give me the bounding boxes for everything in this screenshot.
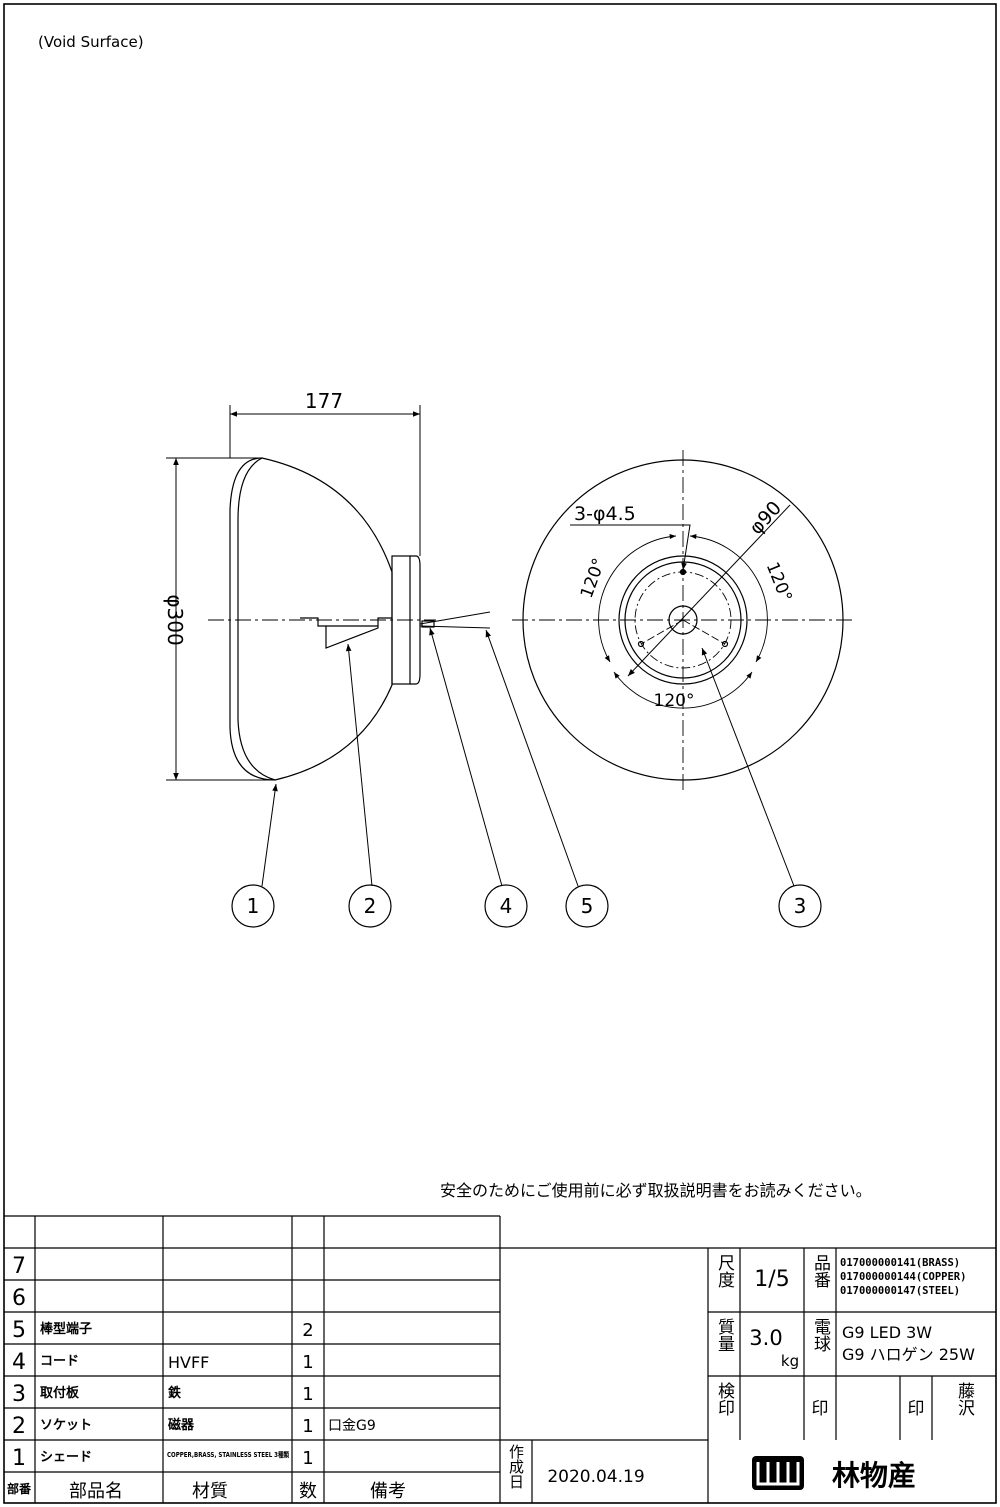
header-note: (Void Surface): [38, 33, 144, 51]
table-row: 6: [12, 1286, 26, 1311]
terminal: [421, 620, 435, 628]
part-name: 棒型端子: [40, 1321, 92, 1337]
callout-3: 3: [794, 894, 807, 918]
cord-wire-1: [419, 611, 491, 625]
table-row: 3 取付板 鉄 1: [12, 1382, 314, 1407]
part-no: 2: [12, 1414, 26, 1439]
part-material: 鉄: [168, 1385, 181, 1401]
header-material: 材質: [192, 1481, 228, 1502]
cord-wire-2: [419, 625, 491, 629]
part-number-2: 017000000144(COPPER): [840, 1271, 966, 1283]
canopy: [410, 555, 421, 685]
scale-value: 1/5: [754, 1267, 789, 1292]
part-qty: 1: [302, 1384, 313, 1405]
dimension-width: [229, 405, 421, 556]
angle-arc-bottom: [613, 671, 753, 709]
mass-label: 質量: [714, 1318, 735, 1352]
part-no: 7: [12, 1254, 26, 1279]
callout-4: 4: [500, 894, 513, 918]
side-view: [208, 457, 491, 781]
holes-leader: [570, 524, 691, 571]
holes-label: 3-φ4.5: [574, 503, 636, 525]
part-qty: 1: [302, 1416, 313, 1437]
callout-5: 5: [581, 894, 594, 918]
part-no: 4: [12, 1350, 26, 1375]
table-row: 5 棒型端子 2: [12, 1318, 314, 1343]
parts-table-grid: [4, 1215, 996, 1503]
part-qty: 2: [302, 1320, 313, 1341]
socket: [300, 617, 392, 649]
phi90-leader: [627, 504, 791, 677]
mass-value: 3.0: [749, 1326, 782, 1350]
table-row: 7: [12, 1254, 26, 1279]
safety-note: 安全のためにご使用前に必ず取扱説明書をお読みください。: [440, 1181, 872, 1200]
table-row: 2 ソケット 磁器 1 口金G9: [12, 1414, 376, 1439]
scale-label: 尺度: [714, 1254, 735, 1288]
part-qty: 1: [302, 1352, 313, 1373]
part-no: 6: [12, 1286, 26, 1311]
shade-outline: [229, 457, 393, 781]
company-logo: [752, 1456, 804, 1490]
dimension-diameter: [166, 457, 275, 781]
mass-unit: kg: [781, 1352, 799, 1370]
inspect-label: 検印: [714, 1382, 735, 1416]
angle-arc-right: [689, 533, 768, 663]
part-no: 1: [12, 1446, 26, 1471]
created-label: 作成日: [507, 1444, 525, 1489]
stamp-label-2: 印: [908, 1399, 925, 1419]
table-row: 4 コード HVFF 1: [12, 1350, 314, 1375]
parts-header-row: 部番 部品名 材質 数 備考: [7, 1481, 406, 1502]
header-name: 部品名: [69, 1481, 123, 1502]
mounting-plate: [391, 555, 411, 685]
bulb-2: G9 ハロゲン 25W: [842, 1345, 975, 1364]
bulb-label: 電球: [810, 1318, 831, 1352]
part-qty: 1: [302, 1448, 313, 1469]
part-no: 3: [12, 1382, 26, 1407]
width-dimension-label: 177: [305, 389, 343, 413]
part-no: 5: [12, 1318, 26, 1343]
shade-inner-edge: [237, 457, 276, 781]
callout-2: 2: [364, 894, 377, 918]
diameter-dimension-label: φ300: [163, 594, 187, 645]
angle-label-bottom: 120°: [654, 691, 695, 711]
stamp-label-1: 印: [812, 1399, 829, 1419]
part-material: COPPER,BRASS, STAINLESS STEEL 3種類: [167, 1450, 290, 1459]
table-row: 1 シェード COPPER,BRASS, STAINLESS STEEL 3種類…: [12, 1446, 314, 1471]
bulb-1: G9 LED 3W: [842, 1323, 932, 1342]
header-qty: 数: [299, 1481, 317, 1502]
part-material: HVFF: [168, 1353, 209, 1372]
header-no: 部番: [7, 1481, 32, 1496]
part-number-1: 017000000141(BRASS): [840, 1257, 960, 1269]
callout-1: 1: [247, 894, 260, 918]
top-view: [512, 450, 855, 790]
callout-leaders: [261, 627, 795, 887]
angle-label-left: 120°: [577, 556, 610, 601]
company-name: 林物産: [832, 1459, 916, 1492]
part-name: シェード: [40, 1450, 92, 1465]
part-number-3: 017000000147(STEEL): [840, 1285, 960, 1297]
parts-rows: 7 6 5 棒型端子 2 4 コード HVFF 1 3 取付板 鉄 1 2 ソケ…: [12, 1254, 376, 1471]
part-remarks: 口金G9: [328, 1418, 376, 1434]
angle-arc-left: [598, 533, 677, 663]
part-no-label: 品番: [810, 1254, 831, 1288]
part-name: ソケット: [40, 1418, 92, 1433]
part-material: 磁器: [168, 1417, 195, 1433]
phi90-label: φ90: [745, 497, 786, 539]
created-date: 2020.04.19: [547, 1467, 644, 1487]
angle-label-right: 120°: [762, 559, 796, 604]
part-name: 取付板: [40, 1385, 80, 1401]
header-remarks: 備考: [370, 1481, 406, 1502]
part-name: コード: [40, 1354, 79, 1369]
approver-name: 藤沢: [954, 1382, 975, 1416]
callout-circles: [231, 884, 822, 928]
